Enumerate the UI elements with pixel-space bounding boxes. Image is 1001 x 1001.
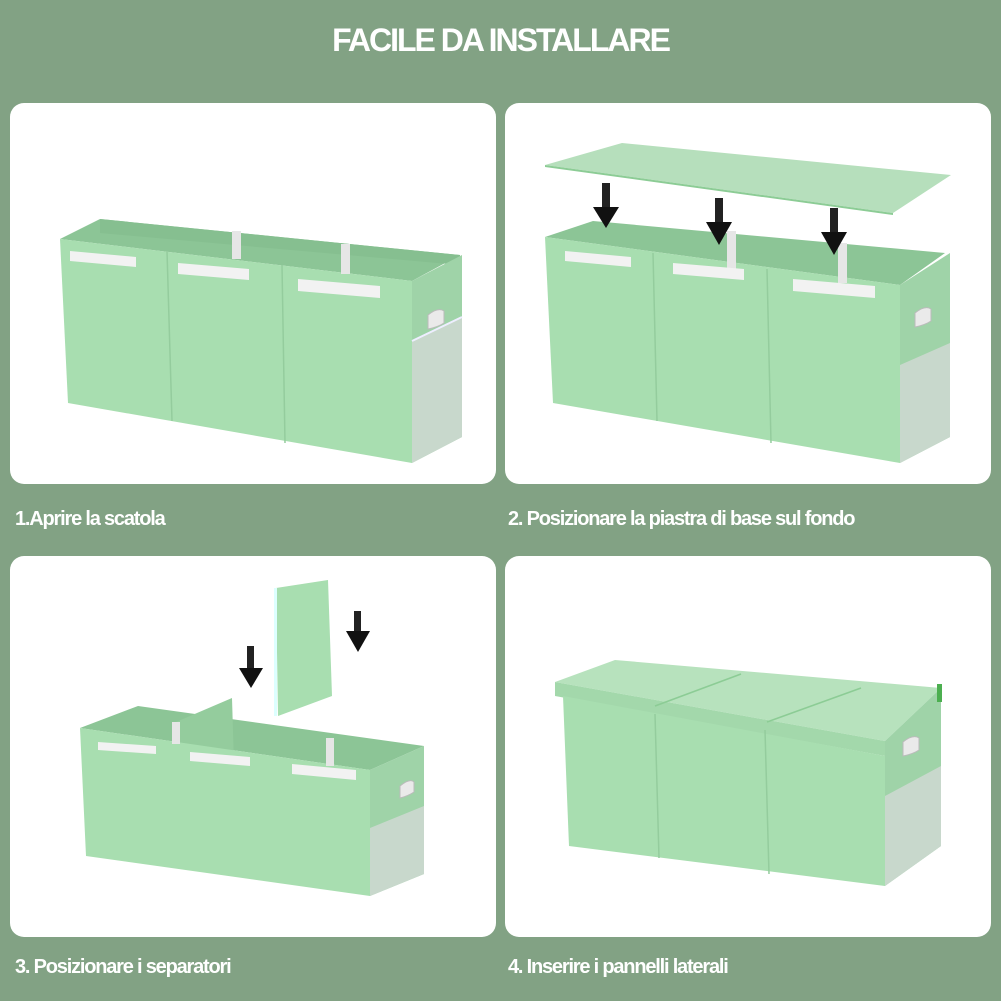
step-2-caption: 2. Posizionare la piastra di base sul fo… [508,508,855,530]
arrow-down-icon [821,208,847,255]
arrow-down-icon [706,198,732,245]
step-1-panel [10,103,496,484]
step-4-caption: 4. Inserire i pannelli laterali [508,956,729,978]
base-plate-insertion-illustration [545,143,951,463]
step-4-panel [505,556,991,937]
closed-storage-box-illustration [555,660,942,886]
step-1-caption: 1.Aprire la scatola [15,508,166,530]
step-2-panel [505,103,991,484]
arrow-down-icon [593,183,619,228]
arrow-down-icon [239,646,263,688]
step-3-panel [10,556,496,937]
divider-insertion-illustration [80,580,424,896]
open-storage-box-illustration [60,219,463,463]
step-3-caption: 3. Posizionare i separatori [15,956,232,978]
arrow-down-icon [346,611,370,652]
page-title: FACILE DA INSTALLARE [332,22,671,58]
